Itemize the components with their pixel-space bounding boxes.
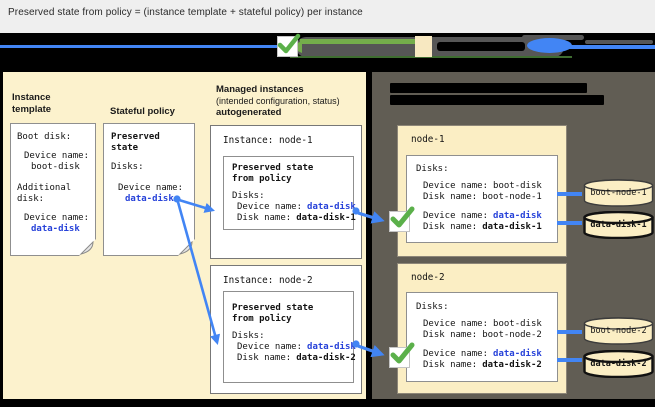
legend-beige-chip: [415, 36, 432, 57]
disk-label: boot-node-1: [590, 188, 647, 198]
device-name-value: data-disk: [493, 349, 542, 359]
managed-instance-box: Instance: node-2 Preserved state from po…: [210, 265, 362, 394]
managed-instances-heading: Managed instances (intended configuratio…: [216, 84, 340, 118]
preserved-state-from-policy: from policy: [232, 314, 292, 324]
disks-label: Disks:: [111, 162, 144, 172]
vm-box: node-1 Disks: Device name: boot-disk Disk…: [397, 125, 567, 257]
redacted-heading-bar: [390, 95, 604, 105]
preserved-state-title: state: [111, 143, 139, 153]
preserved-state-title: Preserved: [111, 132, 160, 142]
additional-disk-label: Additional: [17, 183, 72, 193]
device-name-value: data-disk: [125, 194, 174, 204]
disk-name-value: data-disk-1: [296, 213, 356, 223]
device-name-label: Device name:: [24, 213, 90, 223]
redacted-heading-bar: [390, 83, 587, 93]
device-name-value: boot-disk: [493, 319, 542, 329]
managed-instance-box: Instance: node-1 Preserved state from po…: [210, 125, 362, 259]
disk-label: data-disk-1: [590, 220, 647, 230]
disks-label: Disks:: [232, 331, 265, 341]
disk-name-value: boot-node-2: [482, 330, 542, 340]
preserved-state-from-policy: Preserved state: [232, 163, 314, 173]
disk-cylinder: data-disk-2: [583, 350, 654, 378]
legend-dark-green-line: [290, 56, 572, 58]
title-bar: Preserved state from policy = (instance …: [0, 0, 655, 33]
additional-disk-label: disk:: [17, 194, 45, 204]
instance-title: Instance: node-2: [223, 275, 313, 286]
boot-disk-label: Boot disk:: [17, 132, 72, 142]
legend-band: [0, 33, 655, 72]
check-icon: [390, 206, 415, 228]
instance-title: Instance: node-1: [223, 135, 313, 146]
disk-name-label: Disk name:: [423, 330, 478, 340]
disk-cylinder: boot-node-2: [583, 317, 654, 345]
disk-label: data-disk-2: [590, 359, 647, 369]
stateful-policy-card: Preserved state Disks: Device name: data…: [103, 123, 195, 256]
legend-redacted-text: [437, 42, 525, 51]
disks-label: Disks:: [416, 302, 449, 312]
legend-gray-streak: [522, 35, 584, 40]
disk-cylinder-icon: [583, 317, 654, 345]
disk-name-label: Disk name:: [237, 213, 292, 223]
device-name-label: Device name:: [423, 349, 489, 359]
device-name-label: Device name:: [237, 202, 303, 212]
disk-name-label: Disk name:: [423, 192, 478, 202]
device-name-value: data-disk: [307, 202, 356, 212]
instance-template-heading: Instance template: [12, 92, 52, 115]
device-name-label: Device name:: [423, 319, 489, 329]
disk-name-value: boot-node-1: [482, 192, 542, 202]
device-name-value: data-disk: [31, 224, 80, 234]
preserved-state-from-policy: Preserved state: [232, 303, 314, 313]
legend-blue-oval-icon: [527, 38, 572, 53]
disk-name-label: Disk name:: [423, 360, 478, 370]
vm-name: node-2: [411, 272, 445, 283]
preserved-state-box: Preserved state from policy Disks: Devic…: [223, 291, 356, 383]
device-name-value: boot-disk: [31, 162, 80, 172]
device-name-value: boot-disk: [493, 181, 542, 191]
legend-green-line: [300, 39, 420, 44]
disk-name-label: Disk name:: [423, 222, 478, 232]
disk-label: boot-node-2: [590, 326, 647, 336]
disk-cylinder-icon: [583, 350, 654, 378]
check-icon: [277, 33, 301, 54]
instance-template-card: Boot disk: Device name: boot-disk Additi…: [10, 123, 96, 256]
disks-label: Disks:: [232, 191, 265, 201]
disk-cylinder-icon: [583, 179, 654, 207]
device-name-label: Device name:: [423, 211, 489, 221]
vm-box: node-2 Disks: Device name: boot-disk Disk…: [397, 263, 567, 394]
preserved-state-box: Preserved state from policy Disks: Devic…: [223, 156, 356, 230]
diagram-title: Preserved state from policy = (instance …: [8, 7, 363, 18]
check-icon: [390, 342, 415, 364]
device-name-value: data-disk: [493, 211, 542, 221]
device-name-label: Device name:: [24, 151, 90, 161]
vm-name: node-1: [411, 134, 445, 145]
legend-gray-streak: [585, 40, 653, 44]
vm-disks-box: Disks: Device name: boot-disk Disk name: b…: [406, 292, 558, 382]
device-name-label: Device name:: [423, 181, 489, 191]
legend-blue-tail: [565, 46, 655, 49]
disk-cylinder: boot-node-1: [583, 179, 654, 207]
device-name-label: Device name:: [237, 342, 303, 352]
device-name-value: data-disk: [307, 342, 356, 352]
page-fold-icon: [79, 239, 96, 256]
disks-label: Disks:: [416, 164, 449, 174]
disk-cylinder-icon: [583, 211, 654, 239]
disk-cylinder: data-disk-1: [583, 211, 654, 239]
disk-name-value: data-disk-2: [482, 360, 542, 370]
vm-disks-box: Disks: Device name: boot-disk Disk name: b…: [406, 155, 558, 243]
stateful-policy-heading: Stateful policy: [110, 106, 175, 117]
disk-name-value: data-disk-1: [482, 222, 542, 232]
page-fold-icon: [178, 239, 195, 256]
disk-name-label: Disk name:: [237, 353, 292, 363]
disk-name-value: data-disk-2: [296, 353, 356, 363]
device-name-label: Device name:: [118, 183, 184, 193]
preserved-state-from-policy: from policy: [232, 174, 292, 184]
